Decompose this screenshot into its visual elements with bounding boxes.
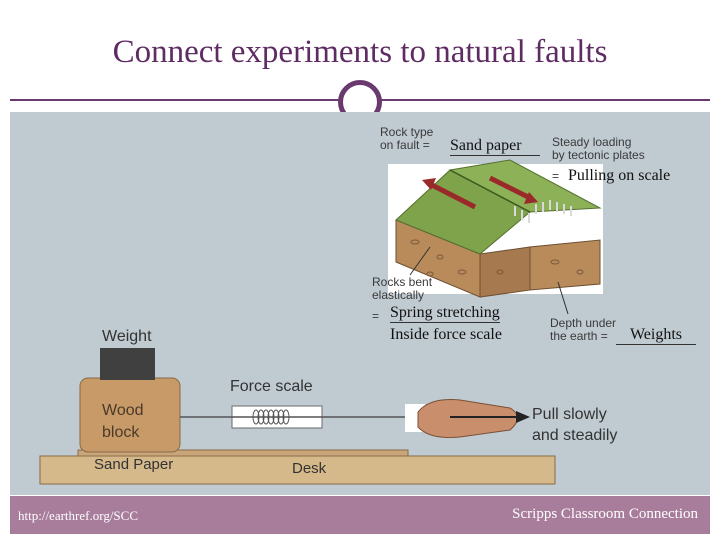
footer-attribution: Scripps Classroom Connection	[512, 506, 698, 522]
footer-bar	[10, 496, 710, 534]
weight-label: Weight	[102, 328, 152, 345]
depth-answer: Weights	[616, 326, 696, 345]
fault-block-diagram	[388, 159, 603, 298]
rocks-bent-label: Rocks bent elastically	[372, 275, 433, 302]
wood-block-label: Wood block	[102, 402, 144, 441]
rocks-bent-equals: =	[372, 309, 380, 323]
rocks-bent-answer-line2: Inside force scale	[390, 326, 502, 343]
steady-loading-answer: Pulling on scale	[568, 167, 671, 184]
pull-label: Pull slowly and steadily	[532, 406, 618, 444]
content-panel: Rock type on fault = Sand paper Steady l…	[10, 112, 710, 495]
rock-type-label: Rock type on fault =	[380, 125, 434, 152]
desk-label: Desk	[292, 460, 327, 477]
rock-type-answer: Sand paper	[450, 137, 540, 156]
force-scale-label: Force scale	[230, 378, 313, 395]
pointer-lines	[409, 246, 569, 315]
footer-url: http://earthref.org/SCC	[18, 508, 138, 523]
slide-title: Connect experiments to natural faults	[112, 34, 608, 70]
steady-loading-equals: =	[552, 169, 560, 183]
steady-loading-label: Steady loading by tectonic plates	[552, 135, 645, 162]
sand-paper-label: Sand Paper	[94, 456, 174, 473]
depth-label: Depth under the earth =	[550, 316, 617, 343]
rocks-bent-answer-line1: Spring stretching	[390, 304, 500, 323]
experiment-illustration	[39, 348, 556, 485]
